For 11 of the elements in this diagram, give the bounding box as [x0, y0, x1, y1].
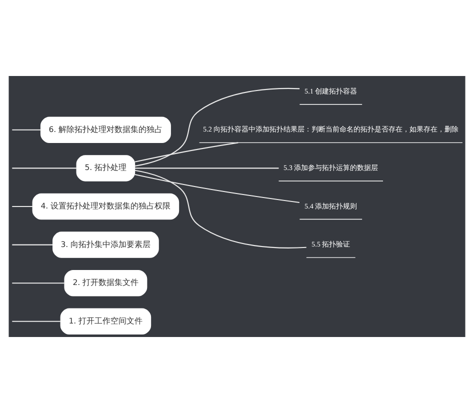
connector: [134, 173, 300, 203]
connector: [134, 167, 279, 168]
connector: [134, 87, 300, 166]
connector: [12, 320, 60, 322]
connector: [12, 205, 33, 207]
connector: [12, 167, 77, 168]
connector: [134, 142, 238, 162]
connector: [12, 244, 53, 245]
connector: [12, 282, 64, 284]
connector: [12, 128, 41, 130]
connector: [134, 169, 306, 248]
